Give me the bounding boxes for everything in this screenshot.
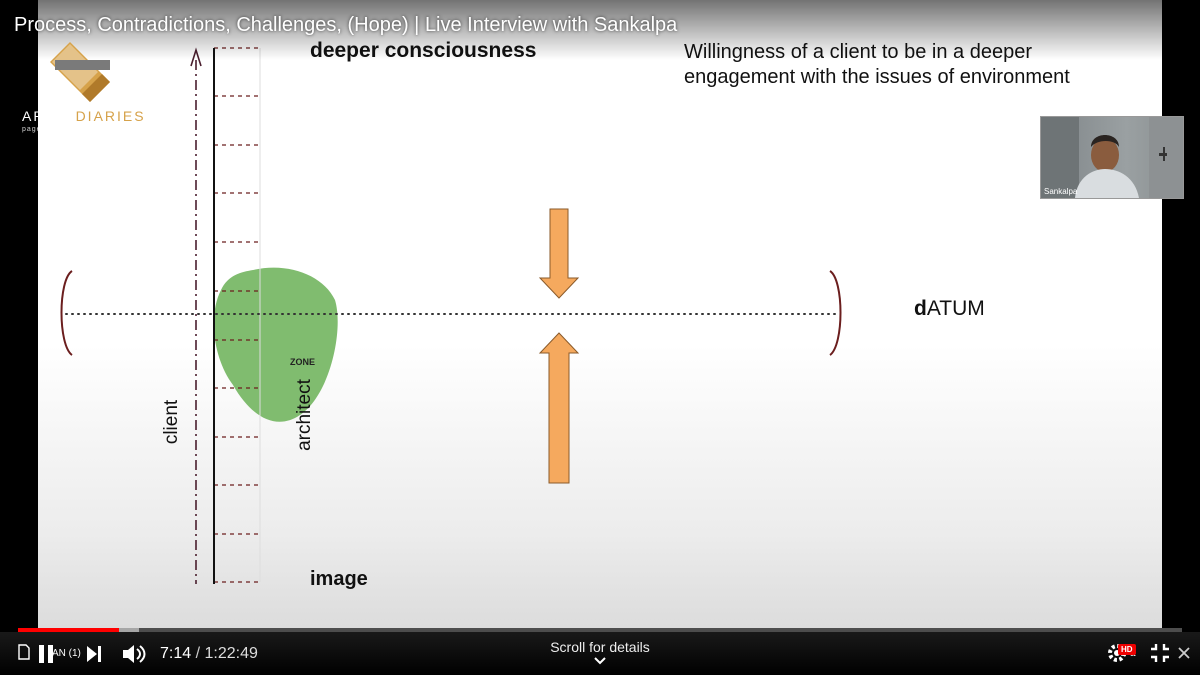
- statement-text: Willingness of a client to be in a deepe…: [684, 40, 1070, 90]
- diagram: [60, 47, 842, 584]
- time-display: 7:14 / 1:22:49: [160, 645, 258, 662]
- volume-icon[interactable]: [122, 643, 148, 670]
- chevron-down-icon: [594, 657, 606, 665]
- statement-line-1: Willingness of a client to be in a deepe…: [684, 41, 1032, 63]
- progress-played: [18, 628, 120, 632]
- participant-video[interactable]: Sankalpa: [1040, 116, 1184, 199]
- current-time: 7:14: [160, 645, 192, 662]
- architect-label: architect: [294, 379, 315, 451]
- zone-label: ZONE: [290, 357, 316, 367]
- datum-label: dATUM: [914, 297, 985, 321]
- pause-icon[interactable]: [38, 644, 54, 669]
- down-arrow: [538, 208, 580, 299]
- progress-bar[interactable]: [18, 628, 1182, 632]
- hd-badge: HD: [1118, 644, 1136, 655]
- left-bracket: [60, 270, 73, 356]
- participant-avatar: [1041, 117, 1183, 198]
- video-title[interactable]: Process, Contradictions, Challenges, (Ho…: [14, 14, 678, 36]
- datum-rest: ATUM: [926, 297, 985, 320]
- client-label: client: [161, 399, 182, 445]
- player-controls: AN (1) 7:14 / 1:22:49 Scroll for details…: [0, 632, 1200, 675]
- zone-blob: [213, 267, 338, 422]
- participant-name: Sankalpa: [1044, 187, 1078, 196]
- statement-line-2: engagement with the issues of environmen…: [684, 66, 1070, 88]
- deeper-consciousness-label: deeper consciousness: [310, 39, 537, 62]
- chapter-text: AN (1): [52, 648, 81, 659]
- datum-bold: d: [914, 297, 927, 320]
- scroll-for-details[interactable]: Scroll for details: [520, 639, 680, 665]
- up-arrow: [538, 332, 580, 484]
- archidiaries-logo: [50, 42, 110, 102]
- duration: 1:22:49: [204, 645, 258, 662]
- logo-text: ARCHIDIARIES: [22, 108, 146, 124]
- exit-fullscreen-icon[interactable]: [1150, 643, 1170, 668]
- close-icon[interactable]: [1178, 646, 1190, 664]
- logo-tagline: pages from theory and practice: [22, 126, 149, 133]
- next-icon[interactable]: [86, 645, 102, 668]
- image-label: image: [310, 568, 368, 590]
- right-bracket: [829, 270, 842, 356]
- file-icon[interactable]: [18, 644, 30, 665]
- slide-area: ZONE deeper consciousness image Willingn…: [38, 0, 1162, 628]
